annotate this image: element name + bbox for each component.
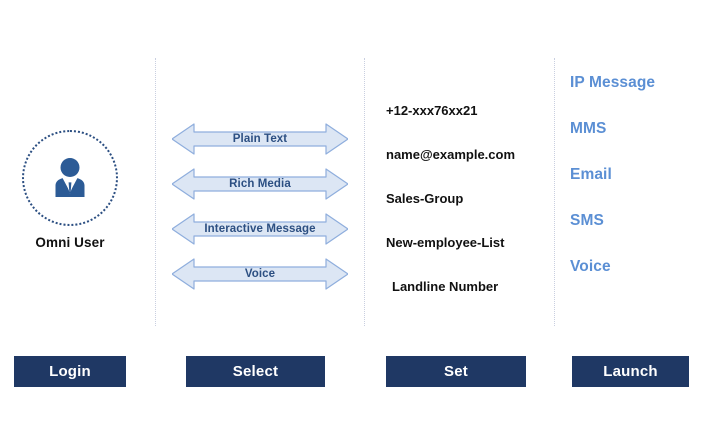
message-type-label: Voice: [244, 268, 276, 280]
channel-item: MMS: [570, 120, 607, 137]
identifier-item: name@example.com: [386, 146, 516, 162]
select-button[interactable]: Select: [186, 356, 325, 387]
omni-user-label: Omni User: [35, 235, 105, 250]
message-type-arrow[interactable]: Rich Media: [172, 167, 348, 201]
message-type-label: Plain Text: [232, 133, 288, 145]
set-button[interactable]: Set: [386, 356, 526, 387]
channel-item: Email: [570, 166, 612, 183]
channel-item: Voice: [570, 258, 611, 275]
message-type-arrow[interactable]: Voice: [172, 257, 348, 291]
message-type-label: Interactive Message: [204, 223, 316, 235]
login-button[interactable]: Login: [14, 356, 126, 387]
user-avatar-circle: [22, 130, 118, 226]
message-type-label: Rich Media: [229, 178, 291, 190]
column-divider-2: [364, 58, 365, 326]
message-type-arrow-list: Plain Text Rich Media Interactive Messag…: [172, 122, 348, 291]
omni-user-block: Omni User: [14, 130, 126, 250]
identifier-item: +12-xxx76xx21: [386, 102, 478, 118]
column-divider-3: [554, 58, 555, 326]
column-divider-1: [155, 58, 156, 326]
message-type-arrow[interactable]: Interactive Message: [172, 212, 348, 246]
identifier-item: Sales-Group: [386, 190, 464, 206]
channel-item: IP Message: [570, 74, 656, 91]
launch-button[interactable]: Launch: [572, 356, 689, 387]
identifier-item: New-employee-List: [386, 234, 505, 250]
channel-item: SMS: [570, 212, 604, 229]
channel-list: IP Message MMS Email SMS Voice: [570, 60, 695, 290]
businessperson-icon: [44, 152, 96, 204]
message-type-arrow[interactable]: Plain Text: [172, 122, 348, 156]
identifier-item: Landline Number: [392, 278, 499, 294]
identifier-list: +12-xxx76xx21 name@example.com Sales-Gro…: [386, 88, 551, 308]
